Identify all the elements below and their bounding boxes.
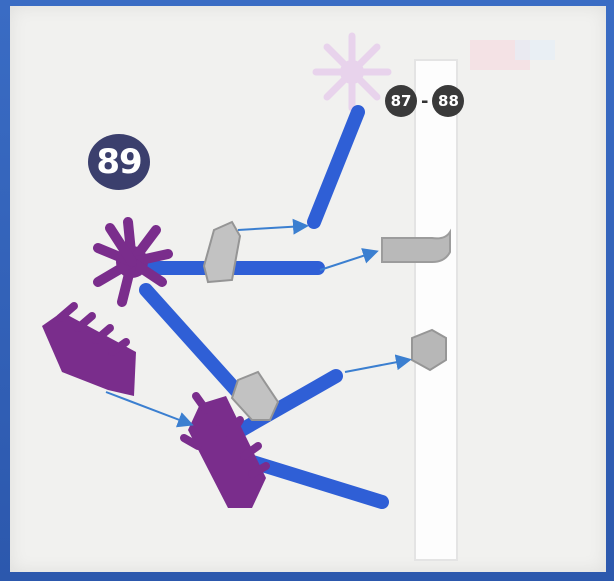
gray-clip-icon (232, 372, 278, 420)
reference-to-badge: 88 (432, 85, 464, 117)
assembly-arrow-icon (345, 360, 408, 372)
reference-separator: - (421, 91, 428, 112)
assembly-arrow-icon (106, 392, 190, 424)
purple-connector-icon (42, 306, 136, 396)
assembly-arrow-icon (238, 226, 305, 230)
ghost-model (415, 40, 555, 560)
step-number: 89 (96, 142, 141, 182)
reference-from: 87 (391, 92, 412, 110)
step-number-badge: 89 (88, 134, 150, 190)
reference-to: 88 (438, 92, 459, 110)
rod-icon (146, 112, 382, 502)
assembly-arrow-icon (320, 252, 375, 270)
reference-from-badge: 87 (385, 85, 417, 117)
ghost-connector-icon (316, 36, 388, 108)
reference-steps: 87 - 88 (385, 84, 464, 118)
